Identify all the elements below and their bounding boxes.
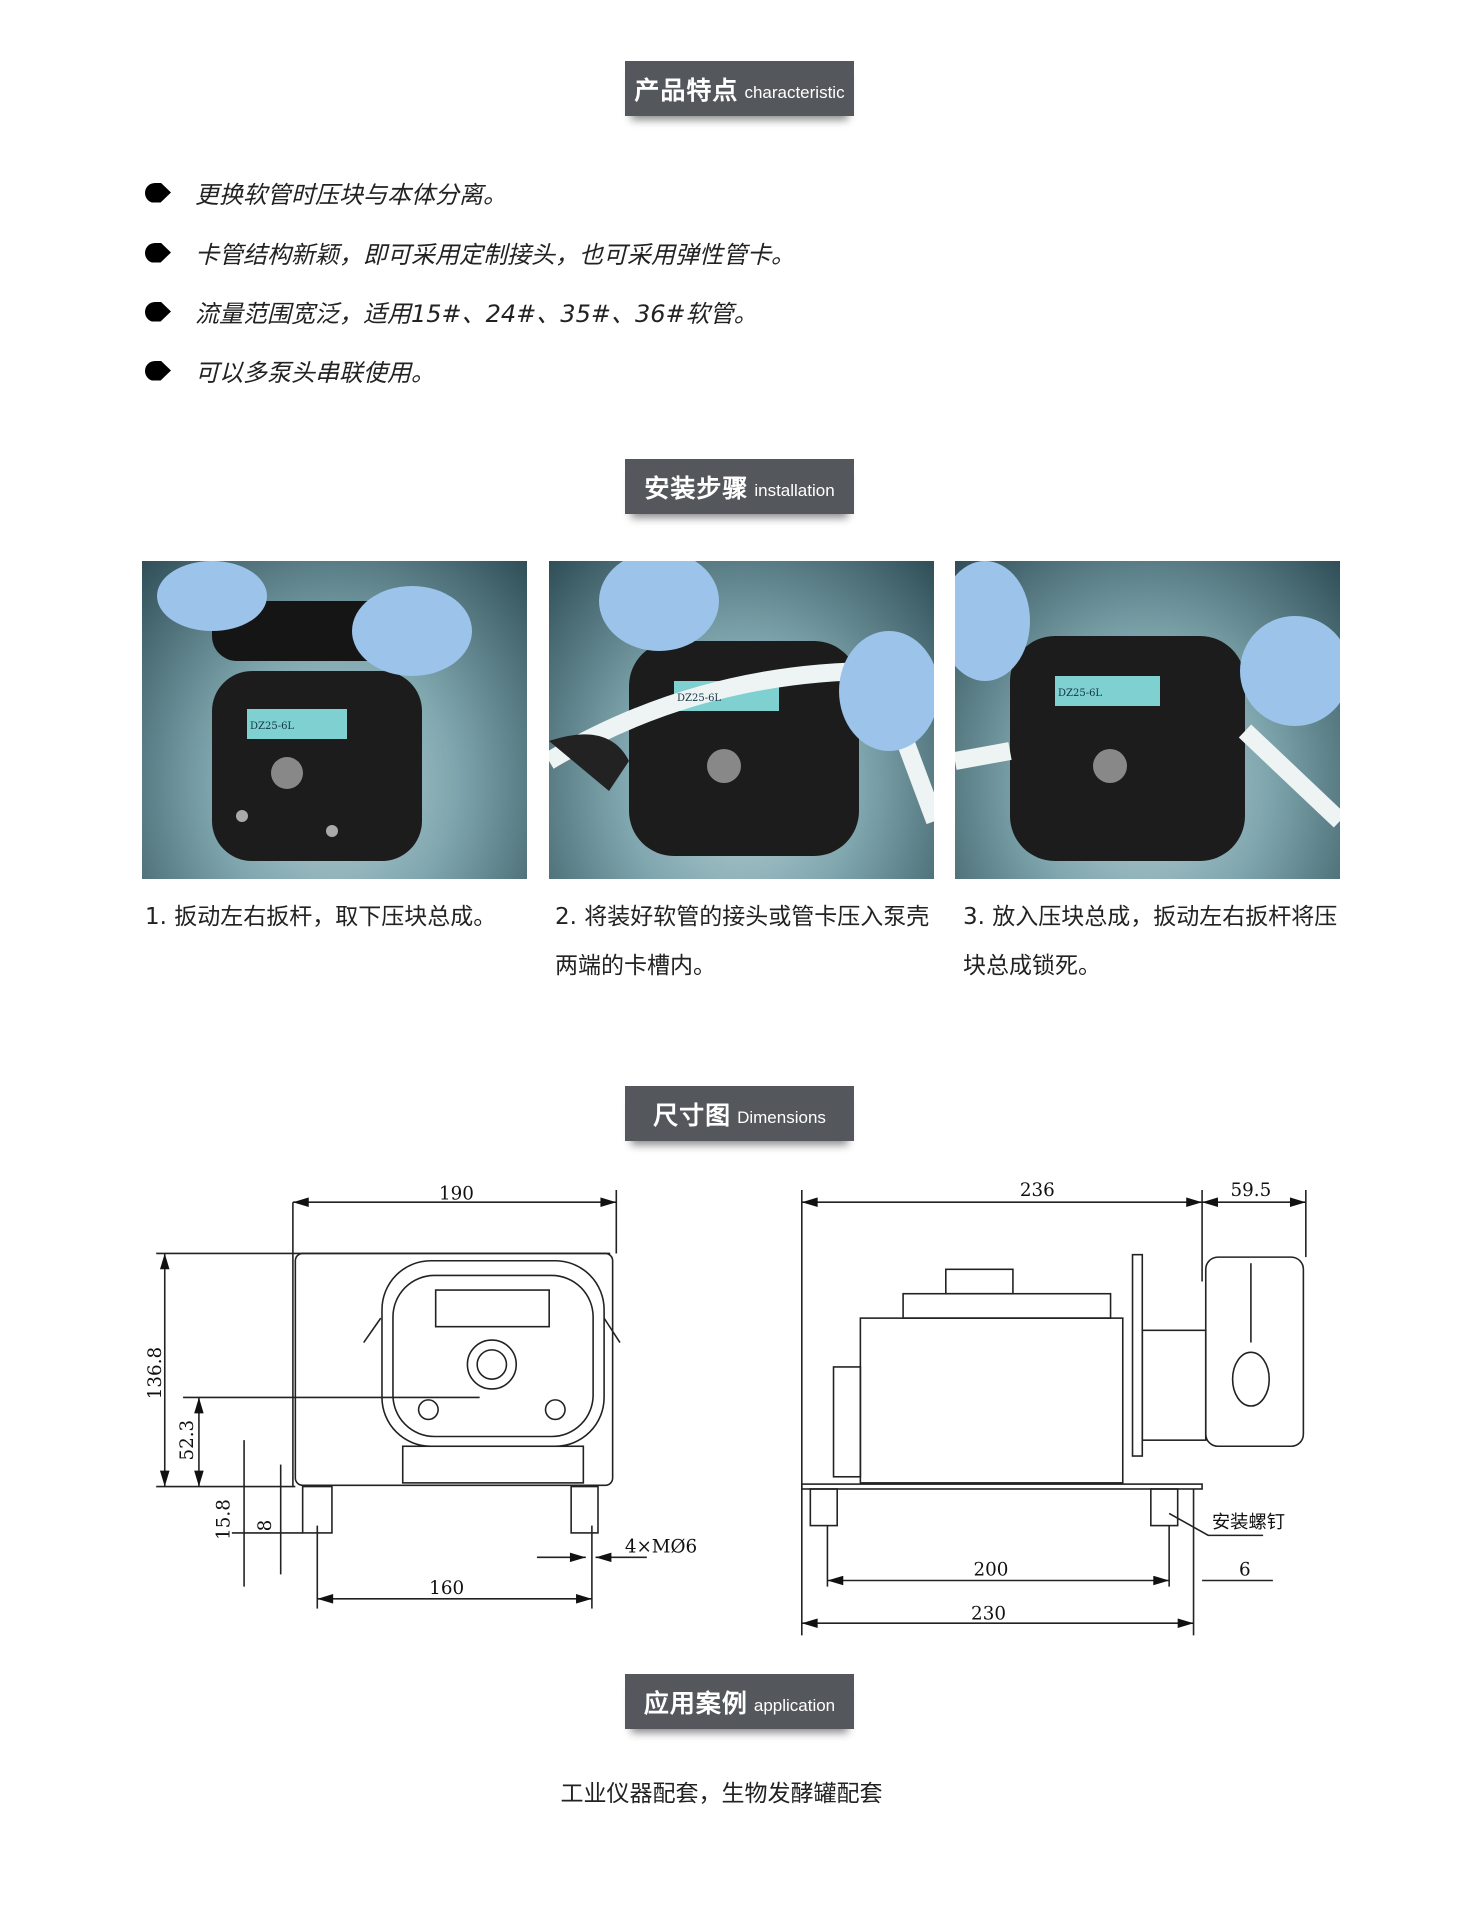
side-view bbox=[801, 1189, 1307, 1636]
feature-item: 卡管结构新颖，即可采用定制接头，也可采用弹性管卡。 bbox=[145, 235, 795, 270]
step-2-caption: 2. 将装好软管的接头或管卡压入泵壳两端的卡槽内。 bbox=[555, 904, 930, 979]
bullet-icon bbox=[145, 301, 171, 322]
feature-item: 更换软管时压块与本体分离。 bbox=[145, 175, 507, 210]
pump-label: DZ25-6L bbox=[250, 721, 294, 732]
step-1-caption: 1. 扳动左右扳杆，取下压块总成。 bbox=[145, 904, 497, 930]
feature-text: 卡管结构新颖，即可采用定制接头，也可采用弹性管卡。 bbox=[195, 241, 795, 269]
bullet-icon bbox=[145, 182, 171, 203]
header-cn: 尺寸图 bbox=[653, 1100, 732, 1130]
dim-foot-pin: 8 bbox=[255, 1520, 276, 1532]
feature-item: 可以多泵头串联使用。 bbox=[145, 353, 435, 388]
header-en: application bbox=[753, 1695, 836, 1715]
dim-head: 59.5 bbox=[1231, 1180, 1272, 1201]
front-view bbox=[156, 1189, 647, 1609]
dim-side-hole-spacing: 200 bbox=[973, 1560, 1008, 1581]
dim-foot: 15.8 bbox=[213, 1499, 234, 1540]
application-text: 工业仪器配套，生物发酵罐配套 bbox=[560, 1781, 883, 1807]
dim-offset: 6 bbox=[1239, 1560, 1251, 1581]
dim-length: 236 bbox=[1020, 1180, 1055, 1201]
bullet-icon bbox=[145, 360, 171, 381]
dim-width: 190 bbox=[439, 1184, 474, 1205]
header-cn: 应用案例 bbox=[643, 1688, 748, 1718]
screw-label: 安装螺钉 bbox=[1212, 1512, 1285, 1533]
header-cn: 产品特点 bbox=[634, 75, 739, 105]
header-en: Dimensions bbox=[737, 1107, 826, 1127]
dim-hole-spacing: 160 bbox=[429, 1578, 464, 1599]
dim-axis-height: 52.3 bbox=[177, 1420, 198, 1461]
bullet-icon bbox=[145, 242, 171, 263]
step-2-photo: DZ25-6L bbox=[549, 561, 934, 879]
pump-label: DZ25-6L bbox=[1058, 688, 1102, 699]
feature-text: 可以多泵头串联使用。 bbox=[195, 359, 435, 387]
dim-height: 136.8 bbox=[145, 1347, 166, 1399]
step-3-photo: DZ25-6L bbox=[955, 561, 1340, 879]
header-cn: 安装步骤 bbox=[644, 473, 749, 503]
dim-base: 230 bbox=[971, 1604, 1006, 1625]
feature-text: 流量范围宽泛，适用15#、24#、35#、36#软管。 bbox=[195, 300, 758, 328]
feature-item: 流量范围宽泛，适用15#、24#、35#、36#软管。 bbox=[145, 294, 758, 329]
feature-text: 更换软管时压块与本体分离。 bbox=[195, 181, 507, 209]
header-en: characteristic bbox=[744, 82, 845, 102]
header-en: installation bbox=[754, 480, 835, 500]
step-1-photo: DZ25-6L bbox=[142, 561, 527, 879]
pump-label: DZ25-6L bbox=[677, 693, 721, 704]
dim-holes: 4×MØ6 bbox=[625, 1536, 697, 1557]
step-3-caption: 3. 放入压块总成，扳动左右扳杆将压块总成锁死。 bbox=[963, 904, 1338, 979]
